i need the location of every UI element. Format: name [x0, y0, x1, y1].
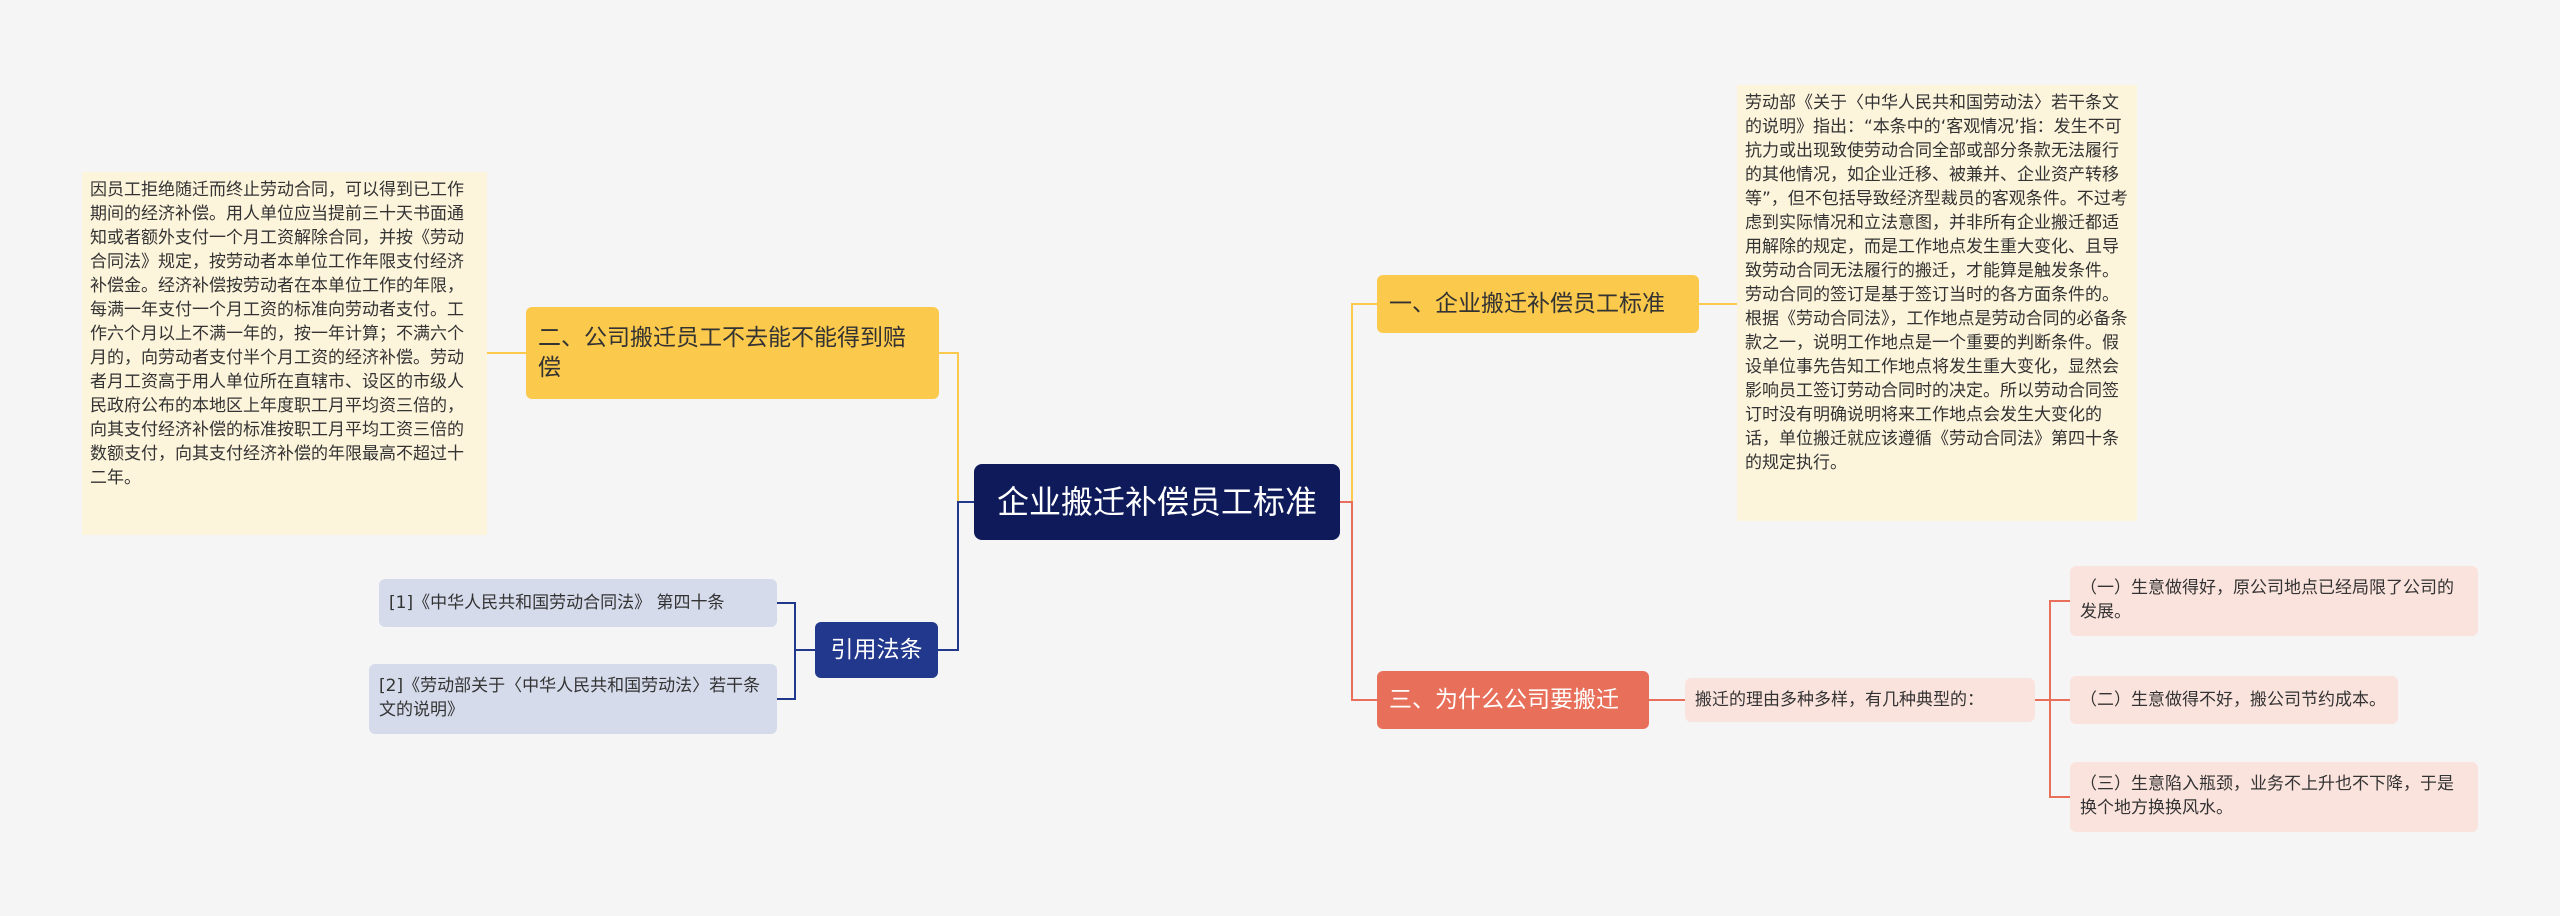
root-topic[interactable]: 企业搬迁补偿员工标准: [974, 464, 1340, 540]
citation-item-2[interactable]: [2]《劳动部关于〈中华人民共和国劳动法〉若干条文的说明》: [369, 664, 777, 734]
branch-compensation-standard[interactable]: 一、企业搬迁补偿员工标准: [1377, 275, 1699, 333]
reason-item-1[interactable]: （一）生意做得好，原公司地点已经局限了公司的发展。: [2070, 566, 2478, 636]
link-root-b2: [939, 352, 974, 503]
note-refusal-compensation[interactable]: 因员工拒绝随迁而终止劳动合同，可以得到已工作期间的经济补偿。用人单位应当提前三十…: [82, 172, 487, 535]
citation-item-1[interactable]: [1]《中华人民共和国劳动合同法》 第四十条: [379, 579, 777, 627]
link-root-b3: [1340, 501, 1377, 701]
branch-why-relocate[interactable]: 三、为什么公司要搬迁: [1377, 671, 1649, 729]
reasons-intro[interactable]: 搬迁的理由多种多样，有几种典型的：: [1685, 678, 2035, 722]
reason-item-2[interactable]: （二）生意做得不好，搬公司节约成本。: [2070, 676, 2398, 724]
branch-citations[interactable]: 引用法条: [815, 622, 938, 678]
link-intro-r1: [2035, 600, 2070, 701]
reason-item-3[interactable]: （三）生意陷入瓶颈，业务不上升也不下降，于是换个地方换换风水。: [2070, 762, 2478, 832]
link-intro-r3: [2035, 699, 2070, 798]
branch-refuse-relocation-compensation[interactable]: 二、公司搬迁员工不去能不能得到赔偿: [526, 307, 939, 399]
link-root-b4: [938, 501, 974, 651]
link-b4-c1: [777, 602, 815, 651]
link-root-b1: [1340, 303, 1377, 503]
link-b4-c2: [777, 649, 815, 700]
note-labor-law-explanation[interactable]: 劳动部《关于〈中华人民共和国劳动法〉若干条文的说明》指出：“本条中的‘客观情况’…: [1737, 85, 2137, 521]
